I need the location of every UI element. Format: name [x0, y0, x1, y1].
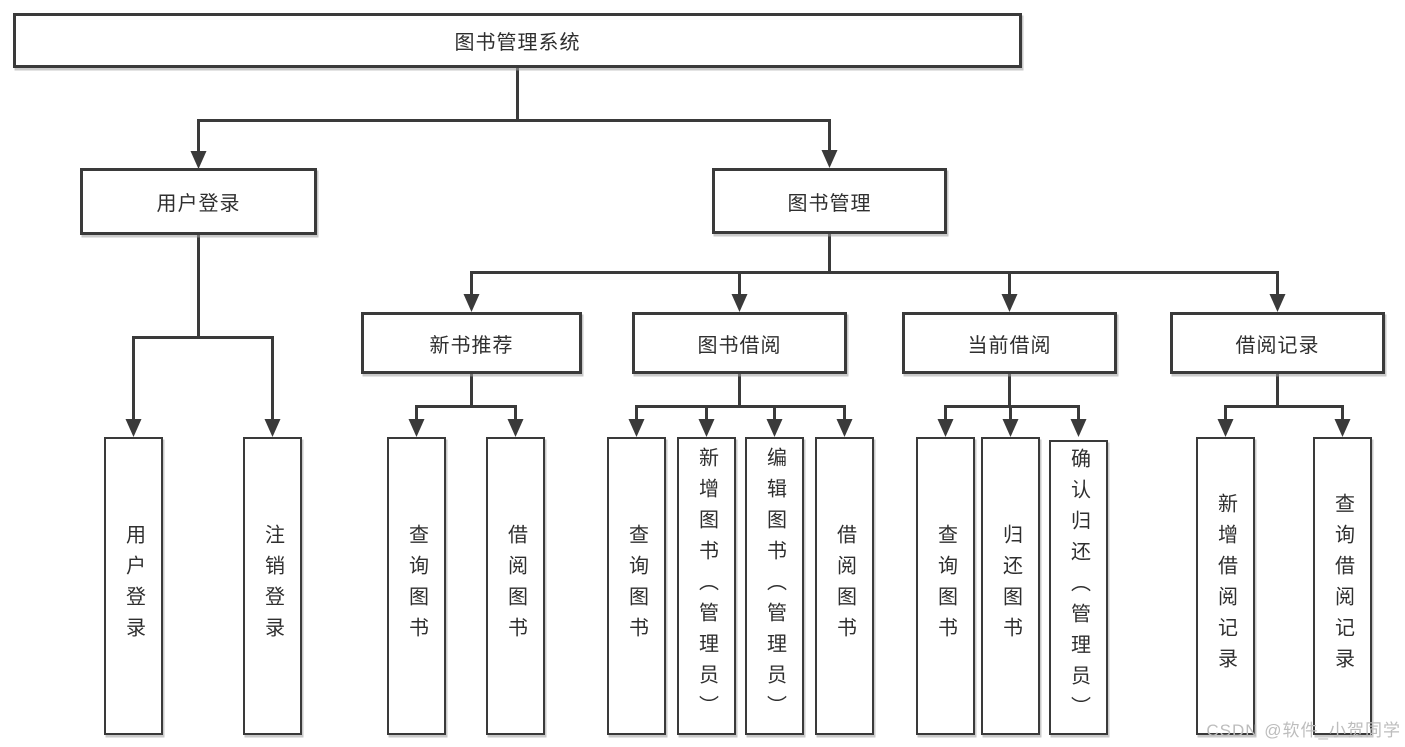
leaf-query-book-2-label: 查询图书 — [625, 524, 648, 648]
node-book-borrow-label: 图书借阅 — [697, 334, 782, 357]
arrowhead-icon — [698, 419, 715, 437]
leaf-query-borrow-record: 查询借阅记录 — [1313, 437, 1372, 735]
connector-book-borrow-to-leaves — [635, 373, 846, 421]
leaf-query-borrow-record-label: 查询借阅记录 — [1331, 493, 1354, 679]
leaf-add-book-admin-label: 新增图书（管理员） — [695, 446, 718, 726]
node-user-login: 用户登录 — [80, 168, 317, 235]
leaf-logout: 注销登录 — [243, 437, 302, 735]
node-book-borrow: 图书借阅 — [632, 312, 847, 374]
leaf-add-borrow-record-label: 新增借阅记录 — [1214, 493, 1237, 679]
node-root-label: 图书管理系统 — [454, 32, 581, 54]
leaf-logout-label: 注销登录 — [261, 524, 284, 648]
arrowhead-icon — [1269, 294, 1286, 312]
connector-current-borrow-to-leaves — [944, 373, 1080, 421]
leaf-query-book-2: 查询图书 — [607, 437, 666, 735]
node-current-borrow: 当前借阅 — [902, 312, 1117, 374]
arrowhead-icon — [1002, 419, 1019, 437]
arrowhead-icon — [463, 294, 480, 312]
arrowhead-icon — [190, 151, 207, 169]
leaf-return-book: 归还图书 — [981, 437, 1040, 735]
node-book-mgmt-label: 图书管理 — [787, 192, 872, 215]
arrowhead-icon — [766, 419, 783, 437]
node-new-book-rec-label: 新书推荐 — [429, 334, 514, 357]
arrowhead-icon — [1001, 294, 1018, 312]
arrowhead-icon — [1217, 419, 1234, 437]
leaf-query-book-1: 查询图书 — [387, 437, 446, 735]
leaf-confirm-return-admin: 确认归还（管理员） — [1049, 440, 1108, 735]
arrowhead-icon — [731, 294, 748, 312]
arrowhead-icon — [1070, 419, 1087, 437]
connector-user-login-to-leaves — [132, 234, 274, 421]
arrowhead-icon — [125, 419, 142, 437]
leaf-user-login-label: 用户登录 — [122, 524, 145, 648]
arrowhead-icon — [821, 150, 838, 168]
connector-new-book-to-leaves — [415, 373, 517, 421]
leaf-query-book-3: 查询图书 — [916, 437, 975, 735]
node-root: 图书管理系统 — [13, 13, 1022, 68]
node-user-login-label: 用户登录 — [156, 193, 241, 215]
leaf-query-book-3-label: 查询图书 — [934, 524, 957, 648]
node-current-borrow-label: 当前借阅 — [967, 334, 1052, 357]
leaf-edit-book-admin-label: 编辑图书（管理员） — [763, 446, 786, 726]
connector-root-to-level2 — [197, 65, 831, 153]
connector-book-mgmt-to-level3 — [470, 233, 1279, 296]
leaf-borrow-book-1-label: 借阅图书 — [504, 524, 527, 648]
leaf-edit-book-admin: 编辑图书（管理员） — [745, 437, 804, 735]
arrowhead-icon — [507, 419, 524, 437]
node-new-book-rec: 新书推荐 — [361, 312, 582, 374]
leaf-return-book-label: 归还图书 — [999, 524, 1022, 648]
arrowhead-icon — [408, 419, 425, 437]
arrowhead-icon — [836, 419, 853, 437]
arrowhead-icon — [264, 419, 281, 437]
leaf-borrow-book-1: 借阅图书 — [486, 437, 545, 735]
leaf-borrow-book-2: 借阅图书 — [815, 437, 874, 735]
node-borrow-records-label: 借阅记录 — [1235, 334, 1320, 357]
arrowhead-icon — [628, 419, 645, 437]
leaf-borrow-book-2-label: 借阅图书 — [833, 524, 856, 648]
connector-records-to-leaves — [1224, 373, 1344, 421]
leaf-confirm-return-admin-label: 确认归还（管理员） — [1067, 448, 1090, 727]
leaf-query-book-1-label: 查询图书 — [405, 524, 428, 648]
leaf-add-book-admin: 新增图书（管理员） — [677, 437, 736, 735]
arrowhead-icon — [1334, 419, 1351, 437]
leaf-add-borrow-record: 新增借阅记录 — [1196, 437, 1255, 735]
node-borrow-records: 借阅记录 — [1170, 312, 1385, 374]
csdn-watermark: CSDN @软件_小贺同学 — [1206, 721, 1401, 740]
node-book-mgmt: 图书管理 — [712, 168, 947, 234]
arrowhead-icon — [937, 419, 954, 437]
leaf-user-login: 用户登录 — [104, 437, 163, 735]
